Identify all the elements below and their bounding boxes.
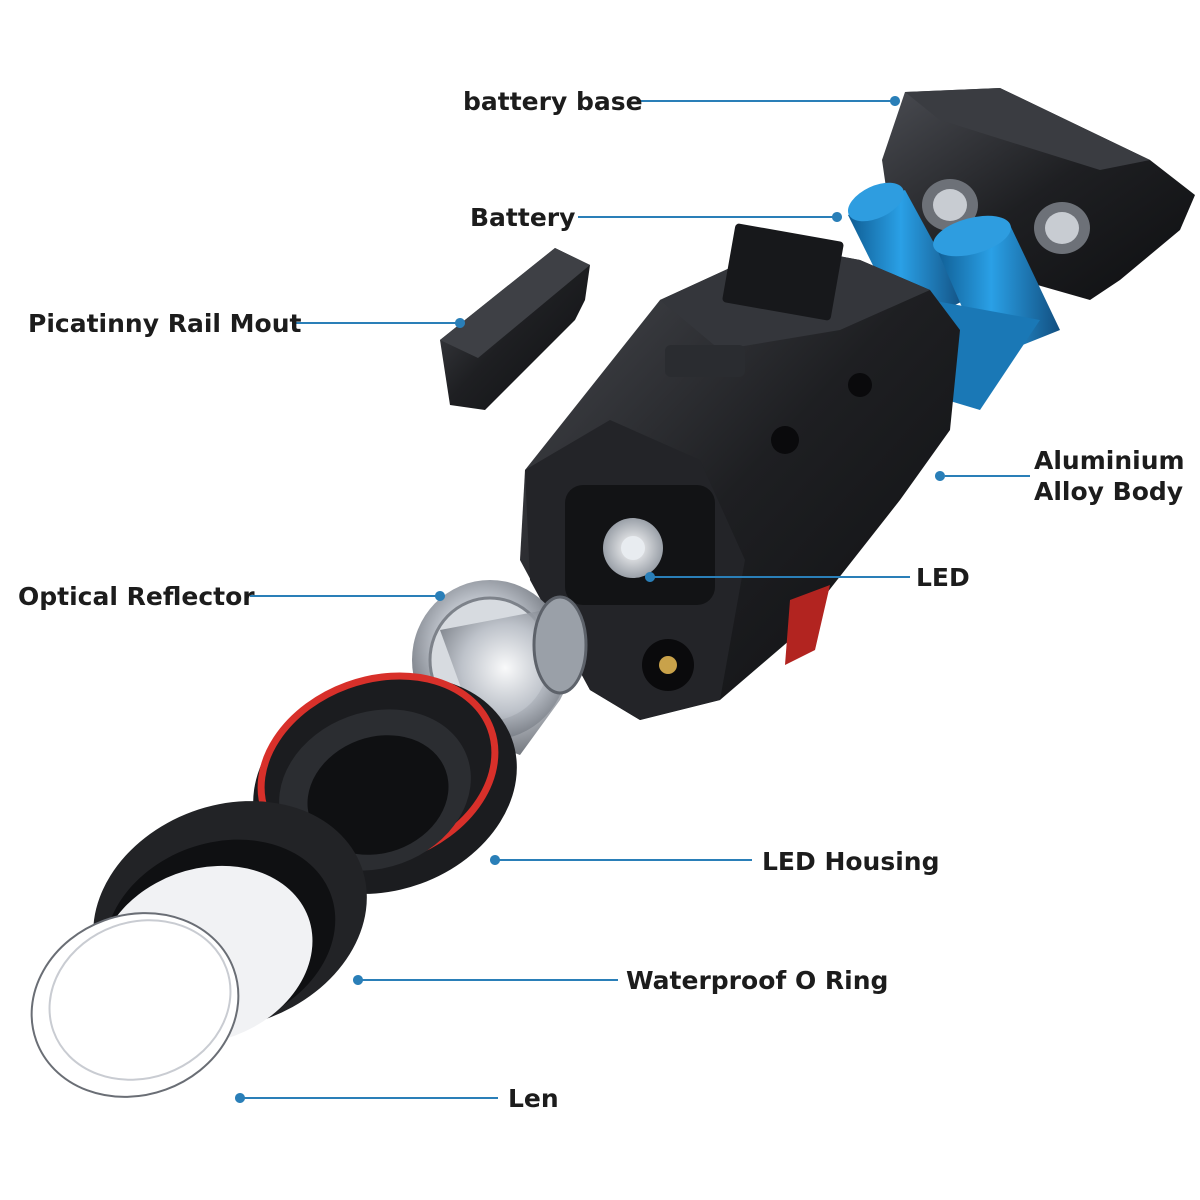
label-battery: Battery (470, 203, 576, 232)
aluminium-body-part (520, 223, 960, 720)
label-battery-base: battery base (463, 87, 643, 116)
label-lens: Len (508, 1084, 559, 1113)
label-led: LED (916, 563, 970, 592)
label-aluminium-line2: Alloy Body (1034, 477, 1184, 506)
label-waterproof-o-ring: Waterproof O Ring (626, 966, 889, 995)
label-led-housing: LED Housing (762, 847, 940, 876)
label-aluminium-line1: Aluminium (1034, 446, 1185, 475)
label-picatinny-rail-mount: Picatinny Rail Mout (28, 309, 302, 338)
lens-part (30, 912, 240, 1098)
picatinny-rail-mount-part (440, 248, 590, 410)
leader-lines (235, 96, 1030, 1103)
label-optical-reflector: Optical Reflector (18, 582, 255, 611)
